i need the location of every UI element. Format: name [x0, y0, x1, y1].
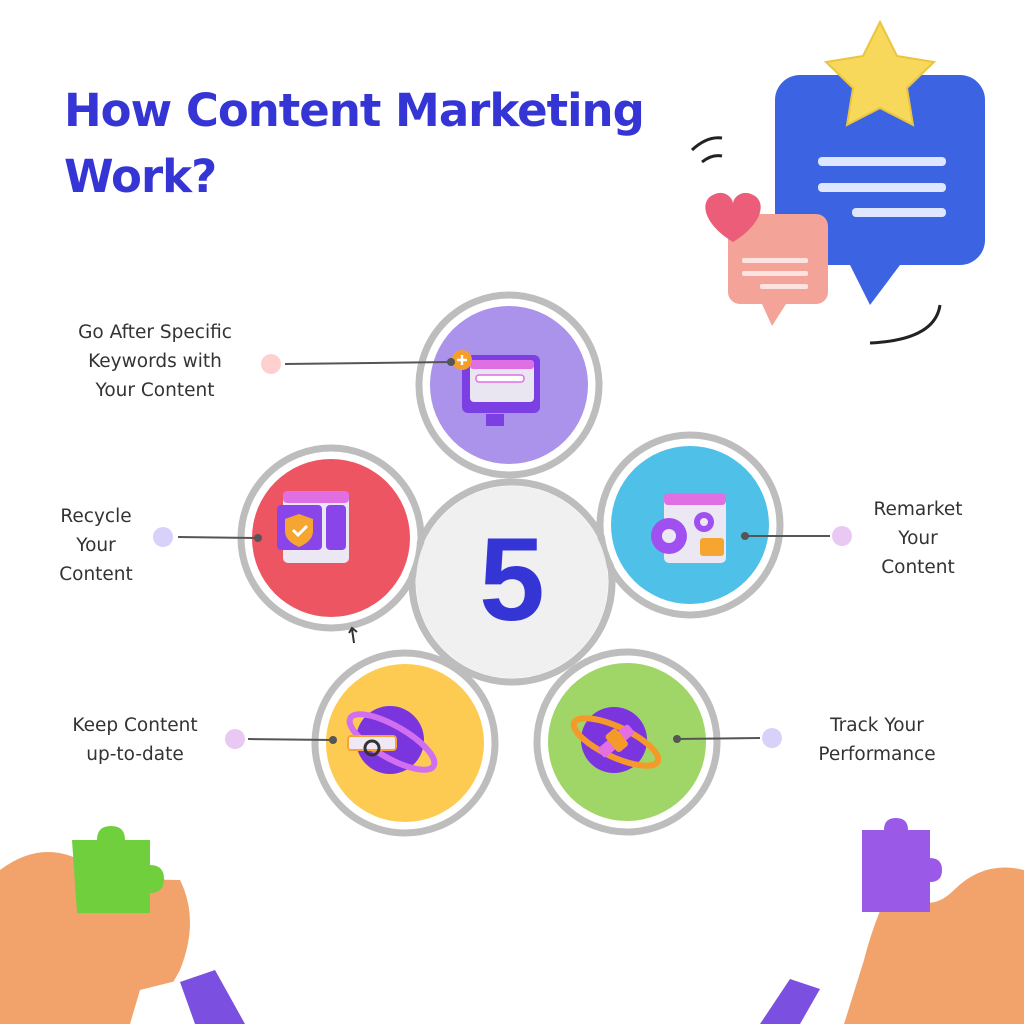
planet-satellite-icon: [570, 707, 662, 773]
monitor-browser-icon: [452, 350, 540, 426]
label-line: up-to-date: [86, 744, 184, 765]
label-line: Content: [881, 557, 955, 578]
label-dot: [225, 729, 245, 749]
label-line: Go After Specific: [78, 322, 232, 343]
label-line: Track Your: [830, 715, 924, 736]
center-number: 5: [479, 514, 545, 646]
label-track: Track Your Performance: [792, 711, 962, 769]
label-up-to-date: Keep Content up-to-date: [50, 711, 220, 769]
label-line: Recycle: [60, 506, 132, 527]
label-line: Content: [59, 564, 133, 585]
gear-browser-icon: [651, 493, 726, 563]
shield-browser-icon: [277, 491, 349, 563]
label-line: Your Content: [95, 380, 215, 401]
label-dot: [261, 354, 281, 374]
label-dot: [762, 728, 782, 748]
star-icon: [823, 19, 937, 127]
label-line: Keep Content: [72, 715, 198, 736]
label-keywords: Go After Specific Keywords with Your Con…: [50, 318, 260, 405]
label-line: Your: [898, 528, 938, 549]
label-recycle: Recycle Your Content: [36, 502, 156, 589]
label-line: Performance: [818, 744, 936, 765]
hand-purple-puzzle-illustration: [760, 818, 1024, 1024]
chat-bubble-illustration: [690, 19, 985, 345]
heart-icon: [705, 192, 761, 242]
label-line: Your: [76, 535, 116, 556]
label-remarket: Remarket Your Content: [858, 495, 978, 582]
label-line: Keywords with: [88, 351, 222, 372]
center-circle: [416, 486, 608, 678]
label-line: Remarket: [873, 499, 963, 520]
flower-outline: [237, 291, 784, 837]
label-dot: [153, 527, 173, 547]
hand-green-puzzle-illustration: [0, 826, 245, 1024]
label-dot: [832, 526, 852, 546]
page-title: How Content Marketing Work?: [64, 84, 645, 203]
connector-lines: [177, 361, 830, 741]
arrow-icon: [348, 626, 358, 644]
planet-search-icon: [346, 706, 438, 774]
